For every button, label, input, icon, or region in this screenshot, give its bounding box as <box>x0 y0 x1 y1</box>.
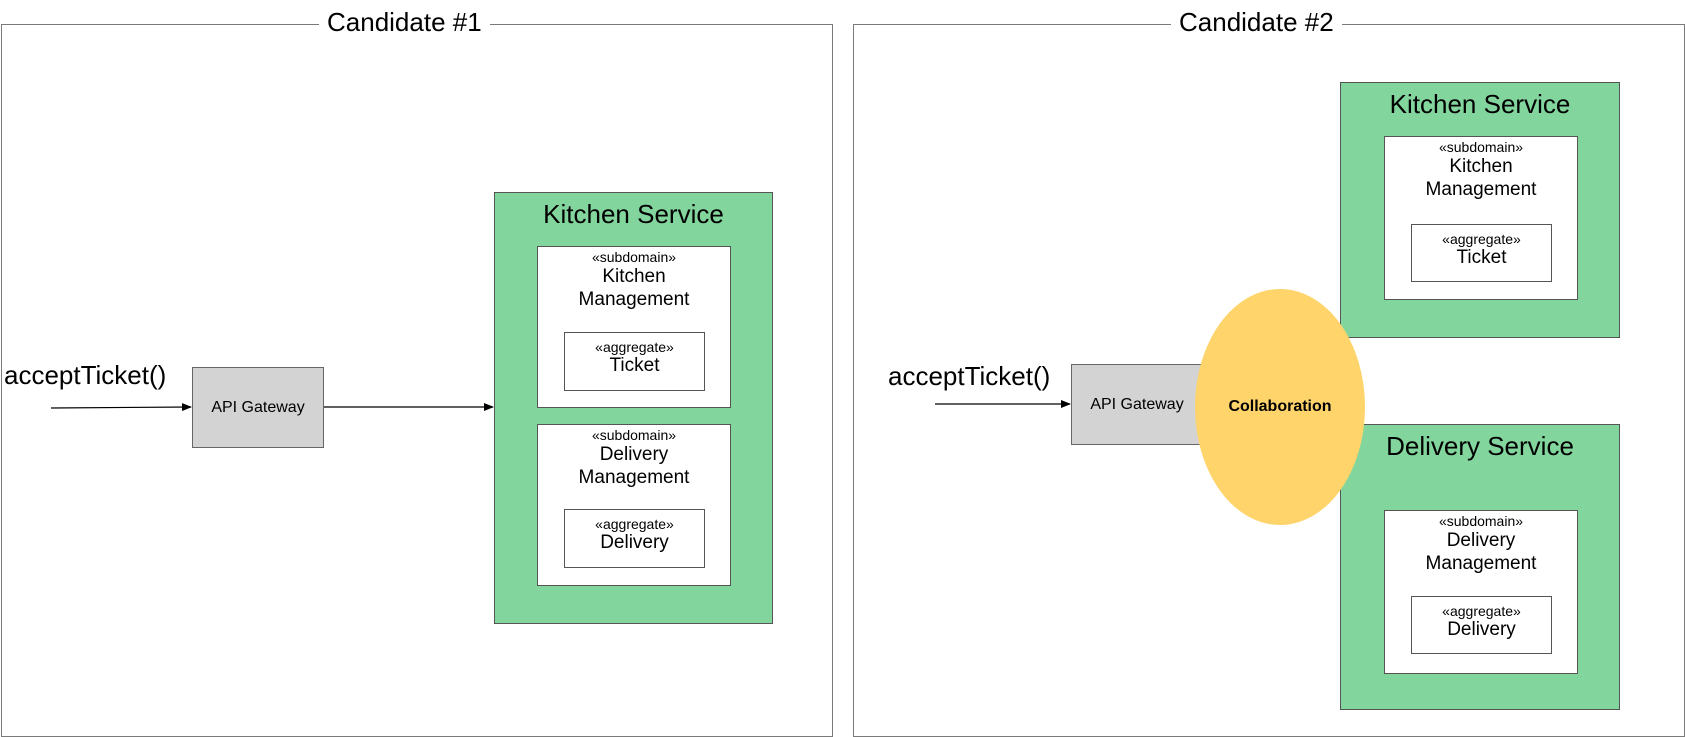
subdomain-stereotype: «subdomain» <box>1438 139 1524 155</box>
subdomain-name-line1: Kitchen <box>602 266 666 287</box>
kitchen-management-subdomain: «subdomain» Kitchen Management «aggregat… <box>1384 136 1578 300</box>
candidate-1-api-gateway: API Gateway <box>192 367 324 448</box>
delivery-service-title: Delivery Service <box>1386 431 1574 461</box>
candidate-2-kitchen-service: Kitchen Service «subdomain» Kitchen Mana… <box>1340 82 1620 338</box>
candidate-2-title: Candidate #2 <box>1171 4 1342 40</box>
delivery-management-subdomain: «subdomain» Delivery Management «aggrega… <box>537 424 731 586</box>
subdomain-stereotype: «subdomain» <box>1438 513 1524 529</box>
aggregate-stereotype: «aggregate» <box>595 339 674 355</box>
ticket-aggregate: «aggregate» Ticket <box>564 332 705 391</box>
subdomain-stereotype: «subdomain» <box>591 249 677 265</box>
candidate-2-delivery-service: Delivery Service «subdomain» Delivery Ma… <box>1340 424 1620 710</box>
subdomain-stereotype: «subdomain» <box>591 427 677 443</box>
kitchen-management-subdomain: «subdomain» Kitchen Management «aggregat… <box>537 246 731 408</box>
aggregate-stereotype: «aggregate» <box>595 516 674 532</box>
aggregate-stereotype: «aggregate» <box>1442 231 1521 247</box>
candidate-2-operation-label: acceptTicket() <box>888 361 1051 391</box>
candidate-1-operation-label: acceptTicket() <box>4 360 167 390</box>
delivery-aggregate: «aggregate» Delivery <box>1411 596 1552 654</box>
aggregate-name: Delivery <box>600 532 669 553</box>
subdomain-name-line2: Management <box>578 289 690 310</box>
aggregate-stereotype: «aggregate» <box>1442 603 1521 619</box>
delivery-aggregate: «aggregate» Delivery <box>564 509 705 568</box>
candidate-1-request-arrow <box>50 403 192 412</box>
subdomain-name-line2: Management <box>578 467 690 488</box>
candidate-1-kitchen-service: Kitchen Service «subdomain» Kitchen Mana… <box>494 192 773 624</box>
aggregate-name: Delivery <box>1447 619 1516 640</box>
candidate-2-api-gateway: API Gateway <box>1071 364 1203 445</box>
subdomain-name-line1: Kitchen <box>1449 156 1513 177</box>
ticket-aggregate: «aggregate» Ticket <box>1411 224 1552 282</box>
aggregate-name: Ticket <box>609 355 660 376</box>
kitchen-service-title: Kitchen Service <box>1389 89 1571 119</box>
collaboration-ellipse: Collaboration <box>1195 289 1365 525</box>
subdomain-name-line1: Delivery <box>599 444 669 465</box>
candidate-1-title: Candidate #1 <box>319 4 490 40</box>
subdomain-name-line2: Management <box>1425 179 1537 200</box>
aggregate-name: Ticket <box>1456 247 1507 268</box>
kitchen-service-title: Kitchen Service <box>543 199 724 229</box>
subdomain-name-line1: Delivery <box>1446 530 1516 551</box>
subdomain-name-line2: Management <box>1425 553 1537 574</box>
delivery-management-subdomain: «subdomain» Delivery Management «aggrega… <box>1384 510 1578 674</box>
